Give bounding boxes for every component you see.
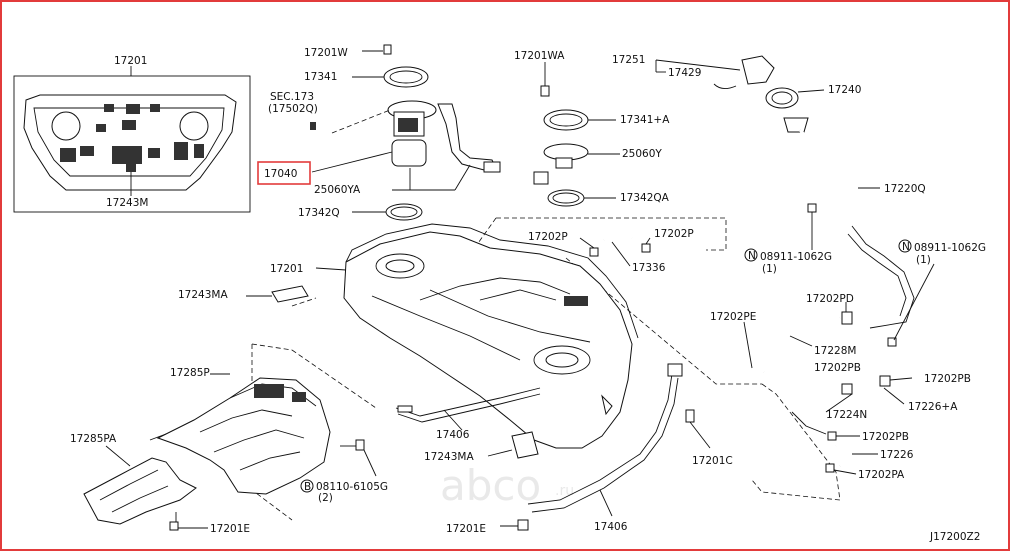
highlight-box-17040 (257, 161, 311, 185)
circle-N-left: N (748, 250, 756, 262)
label-17202PA: 17202PA (858, 469, 905, 481)
label-17224N: 17224N (826, 409, 867, 421)
diagram-code: J17200Z2 (929, 531, 980, 543)
bolt-symbol-B (300, 479, 314, 493)
label-17202PD: 17202PD (806, 293, 854, 305)
label-17243M: 17243M (106, 197, 148, 209)
label-25060YA: 25060YA (314, 184, 361, 196)
label-25060Y: 25060Y (622, 148, 662, 160)
label-17406-a: 17406 (436, 429, 470, 441)
nut-symbol-right (898, 239, 912, 253)
hoses (743, 302, 913, 475)
label-17342QA: 17342QA (620, 192, 670, 204)
label-17202PB-c: 17202PB (862, 431, 909, 443)
label-17243MA-b: 17243MA (424, 451, 474, 463)
label-08110: 08110-6105G (316, 481, 388, 493)
fuel-tank (315, 223, 651, 449)
label-17341A: 17341+A (620, 114, 670, 126)
label-17201C: 17201C (692, 455, 733, 467)
label-17228M: 17228M (814, 345, 856, 357)
label-08911-right: 08911-1062G (914, 242, 986, 254)
circle-B: B (304, 481, 311, 493)
label-17406-b: 17406 (594, 521, 628, 533)
sub-sender (533, 62, 620, 207)
label-17336: 17336 (632, 262, 666, 274)
pump-module (310, 44, 501, 221)
label-17240: 17240 (828, 84, 861, 96)
label-17201E-a: 17201E (210, 523, 250, 535)
label-17201E-b: 17201E (446, 523, 486, 535)
label-17429: 17429 (668, 67, 701, 79)
heat-shields (83, 373, 377, 531)
label-17285PA: 17285PA (70, 433, 117, 445)
filler-assembly (655, 55, 935, 347)
label-17201W: 17201W (304, 47, 348, 59)
label-08110-qty: (2) (318, 492, 333, 504)
label-17202P-a: 17202P (528, 231, 568, 243)
label-17202PB-b: 17202PB (924, 373, 971, 385)
label-17202PE: 17202PE (710, 311, 756, 323)
label-17243MA: 17243MA (178, 289, 228, 301)
circle-N-right: N (902, 241, 910, 253)
nut-symbol-left (744, 248, 758, 262)
label-17201-inset: 17201 (114, 55, 147, 67)
label-17251: 17251 (612, 54, 645, 66)
label-08911-left-qty: (1) (762, 263, 777, 275)
straps (395, 363, 711, 531)
label-17226: 17226 (880, 449, 914, 461)
label-sec17502: (17502Q) (268, 103, 318, 115)
label-17202PB-a: 17202PB (814, 362, 861, 374)
label-17201WA: 17201WA (514, 50, 565, 62)
label-17220Q: 17220Q (884, 183, 926, 195)
label-sec173: SEC.173 (270, 91, 314, 103)
watermark-text: abco (440, 461, 541, 510)
label-17040[interactable]: 17040 (264, 168, 297, 180)
label-17285P: 17285P (170, 367, 210, 379)
label-17342Q: 17342Q (298, 207, 340, 219)
inset-box (13, 66, 251, 213)
pad-17243MA (271, 285, 309, 303)
label-17226A: 17226+A (908, 401, 958, 413)
label-17202P-b: 17202P (654, 228, 694, 240)
label-17341: 17341 (304, 71, 337, 83)
label-17201-tank: 17201 (270, 263, 303, 275)
watermark-suffix: .ru (555, 483, 574, 499)
label-08911-left: 08911-1062G (760, 251, 832, 263)
label-08911-right-qty: (1) (916, 254, 931, 266)
